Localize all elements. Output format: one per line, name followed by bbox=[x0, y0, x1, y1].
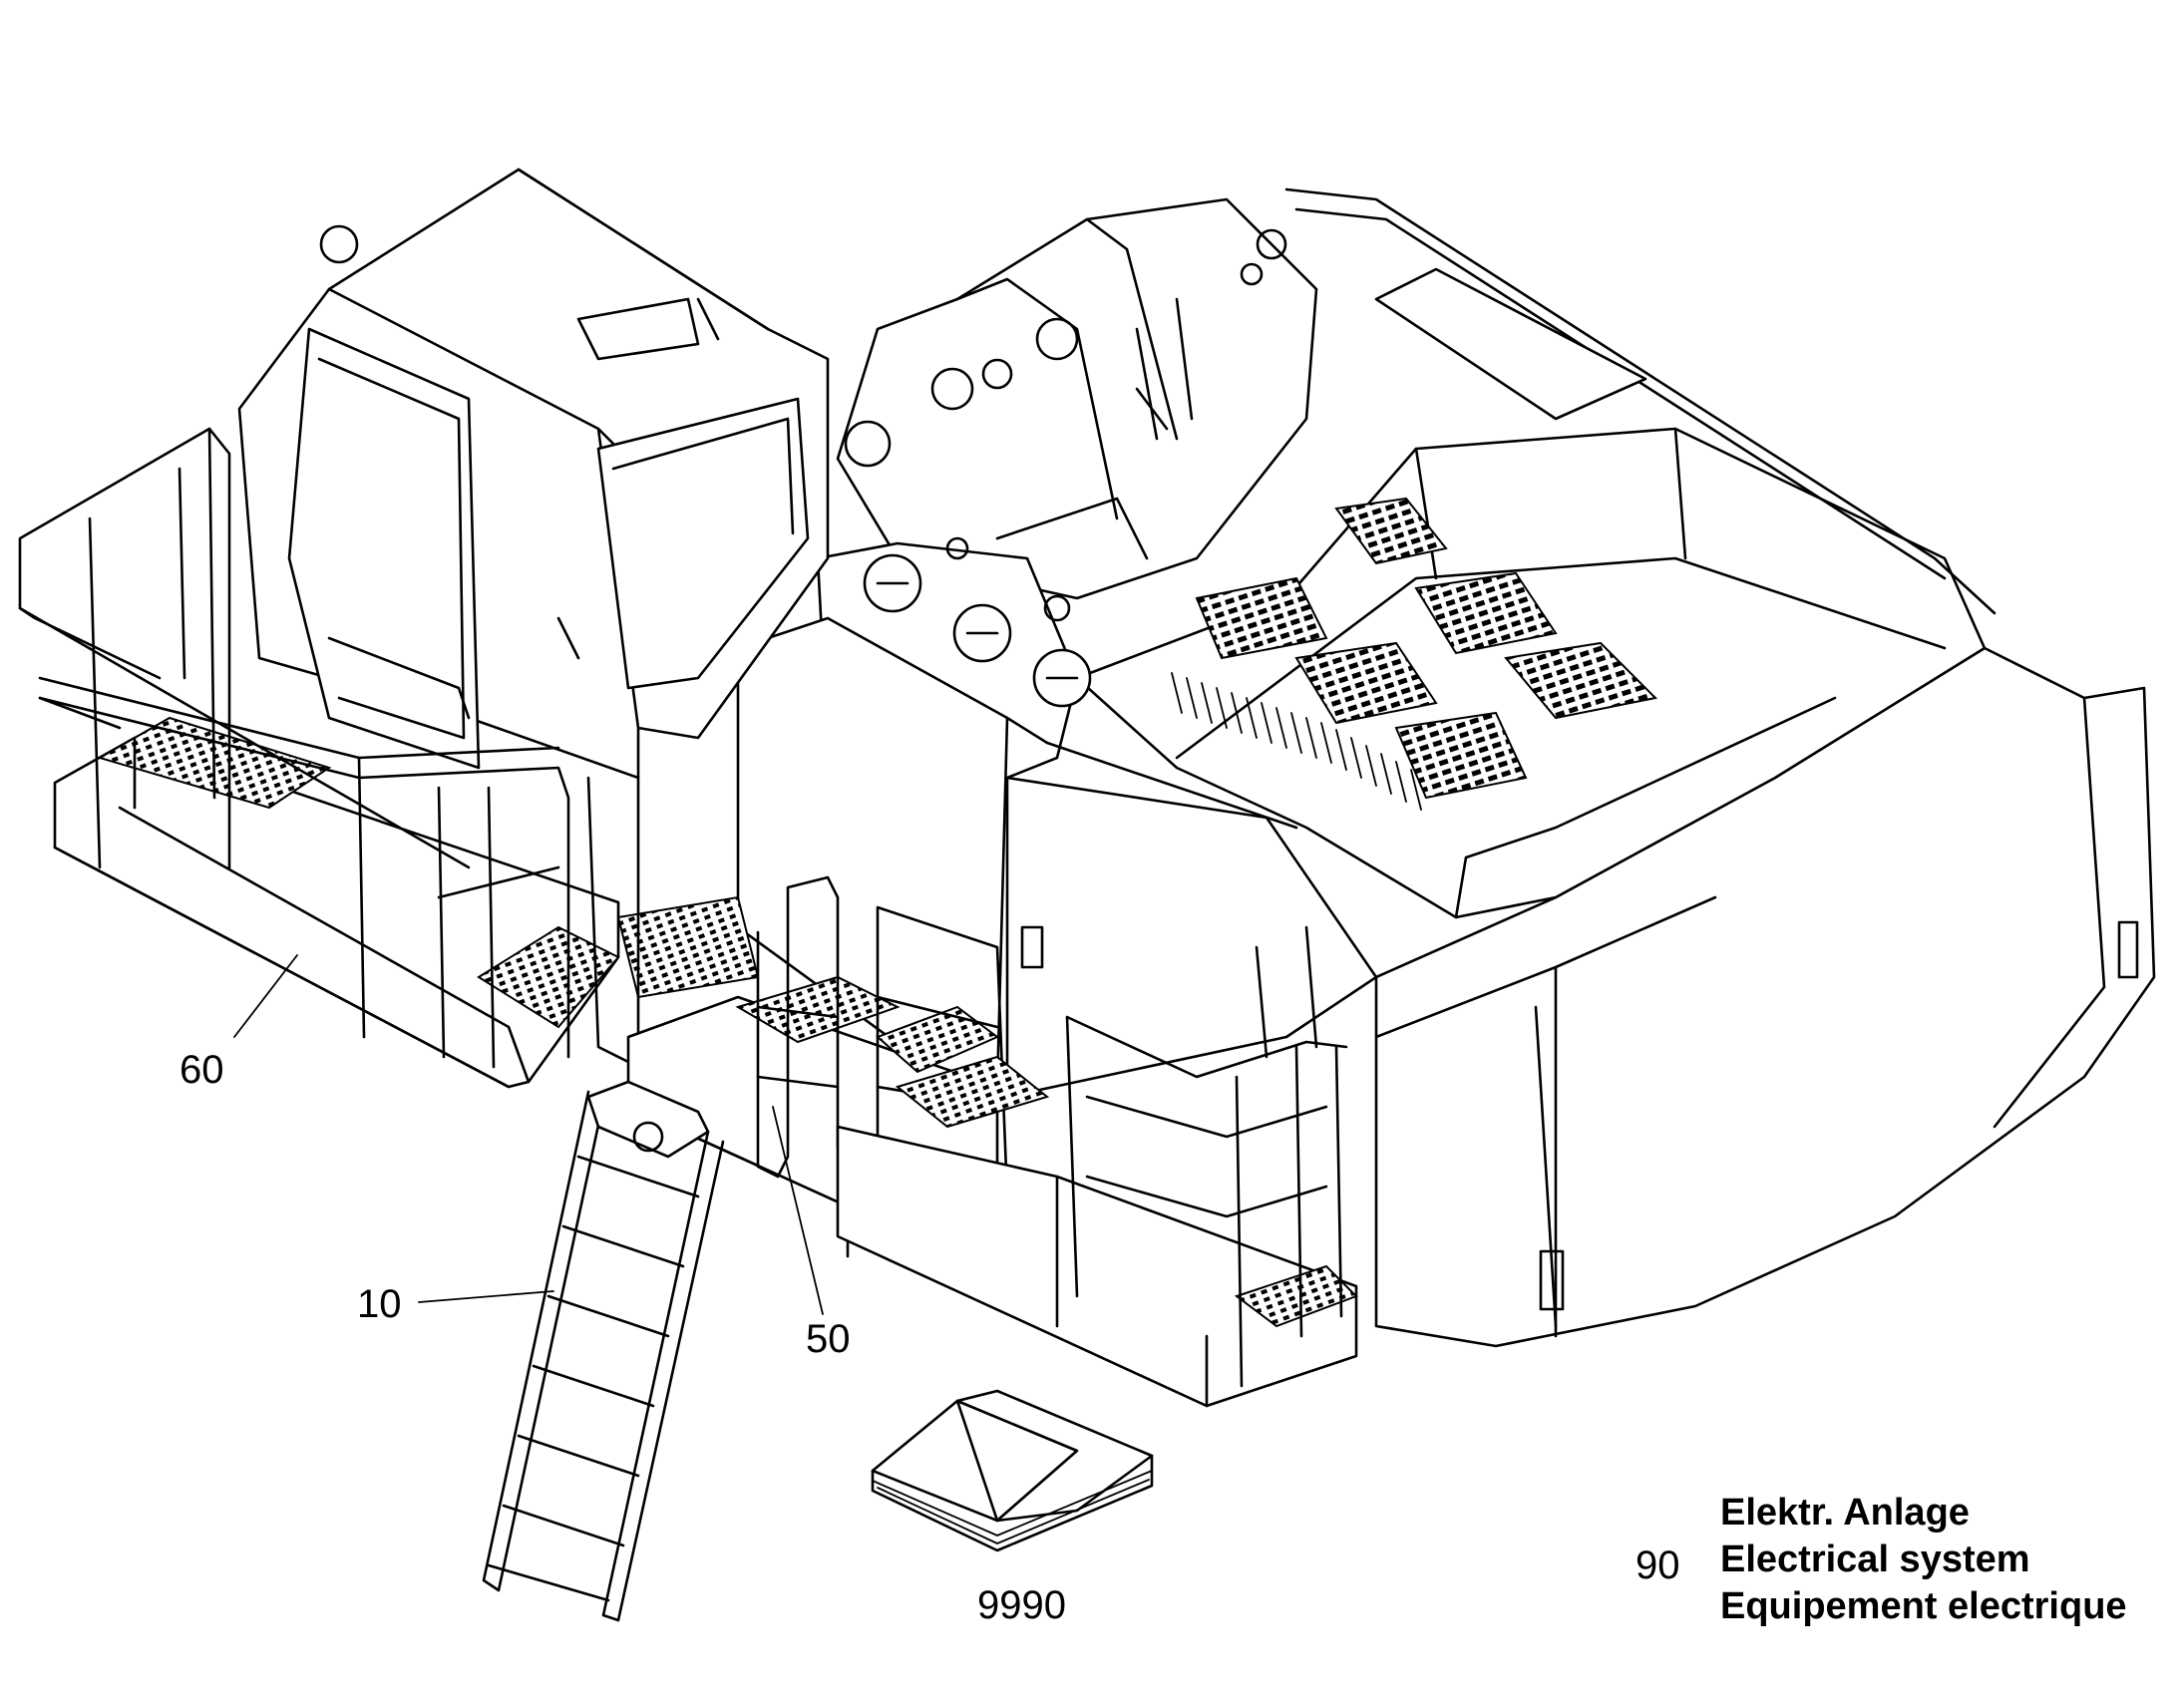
hood-grille bbox=[1294, 641, 1438, 725]
left-walkway bbox=[53, 716, 760, 1089]
leader-line-50 bbox=[772, 1106, 824, 1315]
operator-cab bbox=[237, 168, 830, 780]
tank-block bbox=[736, 536, 1378, 1099]
callout-50: 50 bbox=[806, 1317, 851, 1361]
left-guardrail bbox=[18, 427, 640, 1069]
title-english: Electrical system bbox=[1720, 1538, 2030, 1580]
title-german: Elektr. Anlage bbox=[1720, 1492, 1970, 1534]
access-ladder bbox=[482, 1080, 725, 1622]
hood-grille bbox=[1195, 576, 1328, 660]
boom-foot-frame bbox=[836, 197, 1318, 600]
callout-9990: 9990 bbox=[977, 1583, 1066, 1627]
hood-grille bbox=[1414, 571, 1558, 655]
hood-grille bbox=[1394, 711, 1528, 800]
engine-hood bbox=[1075, 187, 1997, 919]
operator-manual-icon bbox=[871, 1389, 1154, 1552]
hood-grille bbox=[1334, 497, 1448, 565]
leader-line-10 bbox=[418, 1290, 554, 1303]
right-guardrail bbox=[1065, 1015, 1348, 1388]
hood-grille bbox=[1504, 641, 1658, 720]
title-french: Equipement electrique bbox=[1720, 1585, 2127, 1627]
leader-line-60 bbox=[233, 954, 298, 1038]
callout-10: 10 bbox=[357, 1282, 402, 1326]
group-number: 90 bbox=[1635, 1543, 1680, 1587]
callout-60: 60 bbox=[180, 1048, 224, 1092]
right-walkway bbox=[836, 1055, 1358, 1408]
